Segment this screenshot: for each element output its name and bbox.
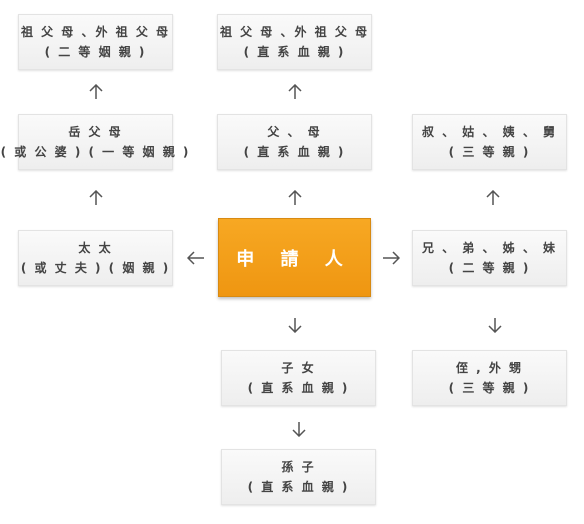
nephews-line2: ( 三 等 親 ) [448,381,531,395]
children-line1: 子 女 [281,361,316,375]
grandparents-left-box: 祖 父 母 、外 祖 父 母 ( 二 等 姻 親 ) [18,14,173,70]
parents-box: 父 、 母 ( 直 系 血 親 ) [217,114,372,170]
arrow-up-icon [288,190,302,206]
siblings-line1: 兄 、 弟 、 姊 、 妹 [421,241,558,255]
arrow-left-icon [187,251,205,265]
grandparents-right-line1: 祖 父 母 、外 祖 父 母 [219,25,370,39]
uncles-aunts-box: 叔 、 姑 、 姨 、 舅 ( 三 等 親 ) [412,114,567,170]
arrow-up-icon [288,84,302,100]
nephews-line1: 侄 , 外 甥 [455,361,524,375]
parents-line2: ( 直 系 血 親 ) [243,145,346,159]
arrow-right-icon [382,251,400,265]
nephews-box: 侄 , 外 甥 ( 三 等 親 ) [412,350,567,406]
applicant-box: 申 請 人 [218,218,371,297]
grandparents-right-box: 祖 父 母 、外 祖 父 母 ( 直 系 血 親 ) [217,14,372,70]
arrow-down-icon [292,421,306,437]
arrow-up-icon [486,190,500,206]
grandparents-left-line2: ( 二 等 姻 親 ) [44,45,147,59]
arrow-down-icon [488,317,502,333]
applicant-label: 申 請 人 [236,248,353,270]
children-line2: ( 直 系 血 親 ) [247,381,350,395]
grandchildren-line2: ( 直 系 血 親 ) [247,480,350,494]
uncles-aunts-line1: 叔 、 姑 、 姨 、 舅 [421,125,558,139]
parents-in-law-line1: 岳 父 母 [68,125,123,139]
grandparents-left-line1: 祖 父 母 、外 祖 父 母 [20,25,171,39]
grandparents-right-line2: ( 直 系 血 親 ) [243,45,346,59]
arrow-down-icon [288,317,302,333]
arrow-up-icon [89,84,103,100]
grandchildren-box: 孫 子 ( 直 系 血 親 ) [221,449,376,505]
parents-line1: 父 、 母 [267,125,322,139]
uncles-aunts-line2: ( 三 等 親 ) [448,145,531,159]
children-box: 子 女 ( 直 系 血 親 ) [221,350,376,406]
parents-in-law-box: 岳 父 母 ( 或 公 婆 ) ( 一 等 姻 親 ) [1,114,188,170]
grandchildren-line1: 孫 子 [281,460,316,474]
spouse-line1: 太 太 [78,241,113,255]
arrow-up-icon [89,190,103,206]
siblings-line2: ( 二 等 親 ) [448,261,531,275]
spouse-line2: ( 或 丈 夫 ) ( 姻 親 ) [20,261,171,275]
spouse-box: 太 太 ( 或 丈 夫 ) ( 姻 親 ) [18,230,173,286]
siblings-box: 兄 、 弟 、 姊 、 妹 ( 二 等 親 ) [412,230,567,286]
parents-in-law-line2: ( 或 公 婆 ) ( 一 等 姻 親 ) [0,145,191,159]
